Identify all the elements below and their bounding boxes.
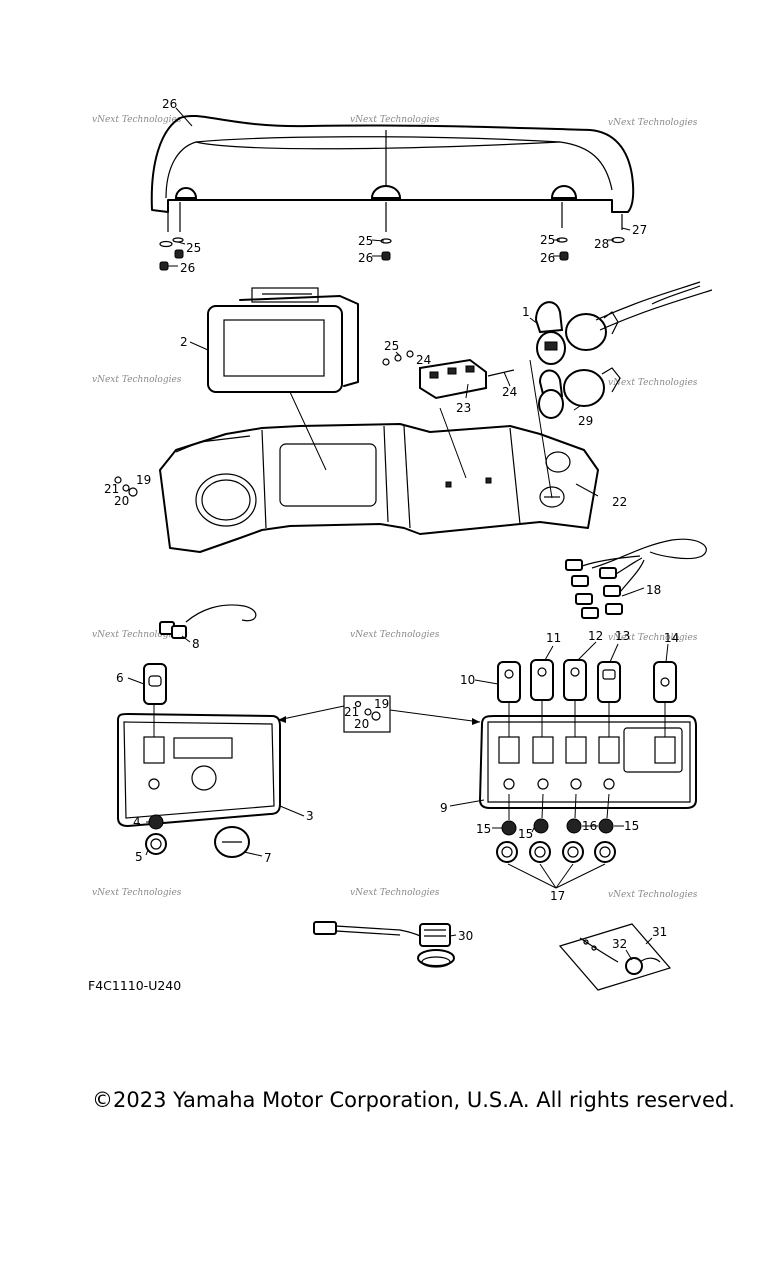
callout-26: 26 xyxy=(358,251,373,265)
callout-30: 29 xyxy=(578,414,593,428)
callout-21: 21 xyxy=(344,705,359,719)
callout-13: 13 xyxy=(615,629,630,643)
callout-20: 20 xyxy=(354,717,369,731)
callout-5: 5 xyxy=(135,850,143,864)
callout-18: 18 xyxy=(646,583,661,597)
connector-part xyxy=(159,604,257,639)
callout-19: 19 xyxy=(136,473,151,487)
callout-12: 12 xyxy=(588,629,603,643)
watermark: vNext Technologies xyxy=(608,890,698,900)
callout-31: 30 xyxy=(458,929,473,943)
callout-15: 15 xyxy=(476,822,491,836)
watermark: vNext Technologies xyxy=(92,115,182,125)
watermark: vNext Technologies xyxy=(92,888,182,898)
callout-17: 17 xyxy=(550,889,565,903)
callout-29: 28 xyxy=(594,237,609,251)
callout-25: 25 xyxy=(358,234,373,248)
callout-3: 3 xyxy=(306,809,314,823)
watermark: vNext Technologies xyxy=(350,630,440,640)
leader-lines xyxy=(127,107,669,961)
callout-15: 15 xyxy=(518,827,533,841)
callout-8: 8 xyxy=(192,637,200,651)
watermark: vNext Technologies xyxy=(92,375,182,385)
left-switch-panel-part xyxy=(117,663,281,858)
watermark: vNext Technologies xyxy=(350,115,440,125)
watermark: vNext Technologies xyxy=(92,630,182,640)
callout-25: 24 xyxy=(416,353,431,367)
callout-4: 4 xyxy=(133,815,141,829)
callout-19: 19 xyxy=(374,697,389,711)
callout-1: 1 xyxy=(522,305,530,319)
callout-33: 32 xyxy=(612,937,627,951)
ignition-switch-part xyxy=(558,923,672,991)
watermark: vNext Technologies xyxy=(608,378,698,388)
cable-connector-part xyxy=(313,921,455,968)
callout-16: 16 xyxy=(582,819,597,833)
callout-2: 2 xyxy=(180,335,188,349)
wire-harness-part xyxy=(565,538,707,619)
bracket-part xyxy=(382,350,515,400)
callout-21: 21 xyxy=(104,482,119,496)
watermark: vNext Technologies xyxy=(608,118,698,128)
callout-26: 26 xyxy=(180,261,195,275)
callout-23: 23 xyxy=(456,401,471,415)
grab-handle-part xyxy=(150,114,635,271)
callout-9: 9 xyxy=(440,801,448,815)
right-switch-panel-part xyxy=(479,659,697,863)
power-socket-part xyxy=(534,281,713,419)
callout-26: 26 xyxy=(540,251,555,265)
callout-26: 25 xyxy=(384,339,399,353)
callout-6: 6 xyxy=(116,671,124,685)
hardware-kit-part xyxy=(277,695,481,733)
dash-panel-part xyxy=(114,423,599,553)
callout-24: 24 xyxy=(502,385,517,399)
callout-27: 26 xyxy=(162,97,177,111)
callout-22: 22 xyxy=(612,495,627,509)
copyright-notice: ©2023 Yamaha Motor Corporation, U.S.A. A… xyxy=(92,1088,735,1112)
callout-14: 14 xyxy=(664,631,679,645)
display-screen-part xyxy=(207,287,359,393)
callout-32: 31 xyxy=(652,925,667,939)
callout-10: 10 xyxy=(460,673,475,687)
callout-25: 25 xyxy=(186,241,201,255)
callouts: 26 25 26 25 26 25 26 27 28 2 25 24 23 24… xyxy=(104,97,679,951)
callout-28: 27 xyxy=(632,223,647,237)
watermark: vNext Technologies xyxy=(350,888,440,898)
watermarks: vNext Technologies vNext Technologies vN… xyxy=(92,115,698,900)
callout-20: 20 xyxy=(114,494,129,508)
callout-15: 15 xyxy=(624,819,639,833)
callout-11: 11 xyxy=(546,631,561,645)
callout-7: 7 xyxy=(264,851,272,865)
diagram-code: F4C1110-U240 xyxy=(88,978,182,993)
callout-25: 25 xyxy=(540,233,555,247)
watermark: vNext Technologies xyxy=(608,633,698,643)
